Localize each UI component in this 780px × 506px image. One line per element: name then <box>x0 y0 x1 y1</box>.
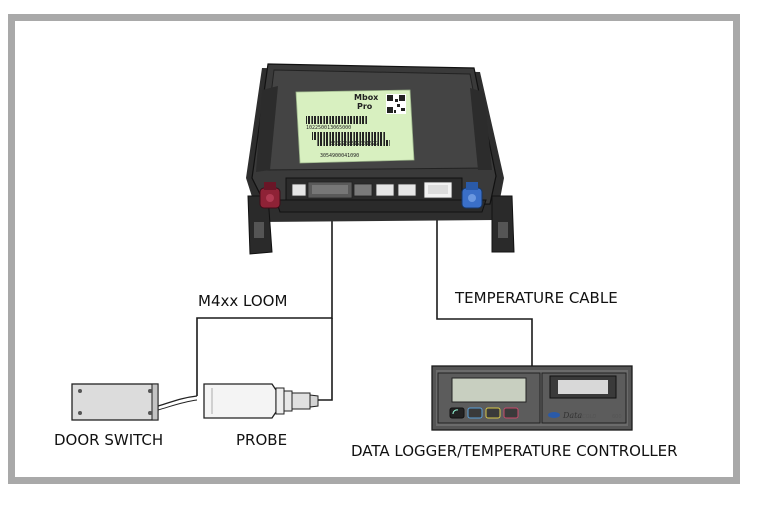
device-name-line1: Mbox <box>354 93 379 102</box>
device-name-line2: Pro <box>357 102 373 111</box>
label-probe: PROBE <box>236 431 287 449</box>
logger-brand: DataCOLD <box>562 411 596 420</box>
logger-buttons <box>449 407 519 419</box>
wireless-icon <box>452 409 459 415</box>
device-serial-1: 102250013065000 <box>306 125 351 131</box>
door-switch-device <box>71 383 198 421</box>
probe-wire <box>318 318 333 401</box>
label-loom: M4xx LOOM <box>198 292 287 310</box>
barcode-2 <box>312 132 386 140</box>
label-door-switch: DOOR SWITCH <box>54 431 163 449</box>
barcode-1 <box>306 116 368 124</box>
wires <box>196 196 533 401</box>
probe-device <box>203 383 319 419</box>
temperature-cable-wire <box>436 196 533 366</box>
label-temperature-cable: TEMPERATURE CABLE <box>454 289 618 307</box>
logger-lcd-screen <box>451 377 527 403</box>
red-antenna-connector <box>259 182 281 209</box>
mbox-pro-device: Mbox Pro 102250013065000 860220851200162… <box>246 63 515 255</box>
qr-code-icon <box>386 94 406 114</box>
label-data-logger: DATA LOGGER/TEMPERATURE CONTROLLER <box>351 442 678 460</box>
barcode-3 <box>316 140 390 146</box>
loom-wire <box>196 197 333 396</box>
connector-block <box>291 181 453 199</box>
logger-logo <box>548 412 560 418</box>
logger-model: 600 <box>612 414 622 420</box>
device-serial-3: 3054900041090 <box>320 153 359 159</box>
blue-antenna-connector <box>461 182 483 209</box>
data-logger-device: DataCOLD 600 <box>431 365 633 431</box>
